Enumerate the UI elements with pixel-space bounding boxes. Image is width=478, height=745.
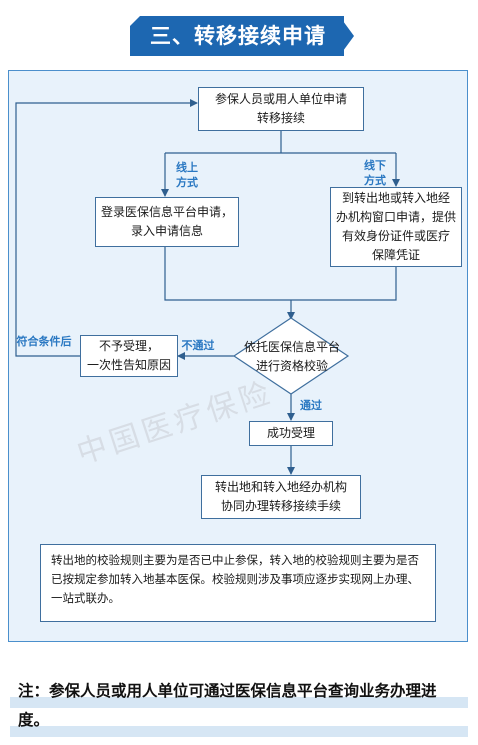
start-box: 参保人员或用人单位申请 转移接续 (198, 87, 364, 131)
section-title: 三、转移接续申请 (150, 24, 326, 48)
connector-online-down (164, 246, 291, 301)
footer-highlight-2 (10, 726, 468, 737)
process-box: 转出地和转入地经办机构 协同办理转移接续手续 (201, 475, 361, 519)
title-banner (130, 16, 344, 56)
reject-box: 不予受理， 一次性告知原因 (80, 335, 178, 377)
connector-offline-down (291, 266, 397, 301)
offline-apply-box: 到转出地或转入地经 办机构窗口申请，提供 有效身份证件或医疗 保障凭证 (330, 187, 462, 267)
edge-label-retry: 符合条件后 (16, 335, 72, 348)
online-apply-box: 登录医保信息平台申请， 录入申请信息 (95, 197, 239, 247)
connector-retry (15, 99, 198, 357)
edge-label-reject: 不通过 (181, 339, 215, 352)
accept-box: 成功受理 (249, 421, 333, 446)
edge-label-offline: 线下 方式 (364, 159, 386, 187)
edge-label-pass: 通过 (300, 399, 322, 412)
check-diamond (232, 317, 350, 395)
footer-note: 注：参保人员或用人单位可通过医保信息平台查询业务办理进度。 (18, 682, 437, 729)
qualification-check-text: 依托医保信息平台 进行资格校验 (243, 340, 340, 373)
footer-highlight-1 (10, 697, 468, 708)
title-banner-arrow (343, 21, 354, 51)
verification-rule-note: 转出地的校验规则主要为是否已中止参保，转入地的校验规则主要为是否已按规定参加转入… (40, 544, 436, 622)
edge-label-online: 线上 方式 (176, 161, 198, 189)
